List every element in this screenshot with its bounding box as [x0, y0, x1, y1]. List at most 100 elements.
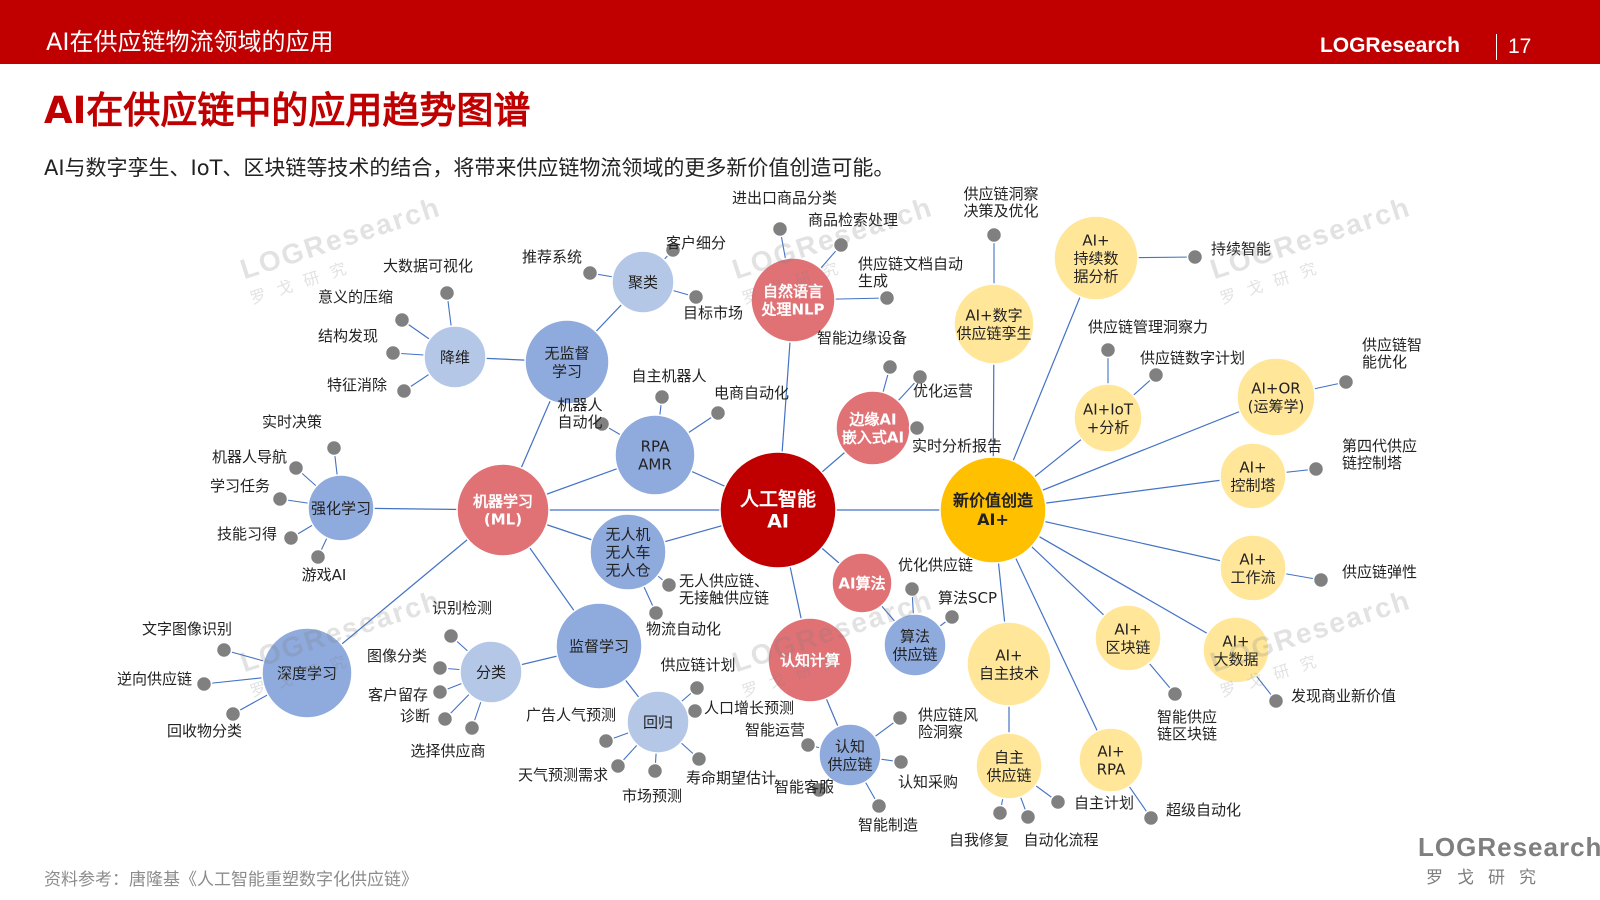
node-circle: [555, 602, 643, 690]
leaf-label: 供应链风险洞察: [918, 706, 978, 741]
node-circle: [966, 621, 1052, 707]
leaf-dot: [463, 719, 481, 737]
leaf-dot: [799, 736, 817, 754]
leaf-label: 物流自动化: [646, 620, 721, 638]
node-workflow: AI+工作流: [1219, 534, 1287, 602]
node-label: 自然语言处理NLP: [760, 282, 824, 318]
leaf-label: 广告人气预测: [526, 706, 616, 724]
logo-cn-text: 罗戈研究: [1426, 868, 1550, 887]
leaf-dot: [903, 580, 921, 598]
leaf-label: 智能供应链区块链: [1157, 708, 1217, 743]
node-cogsc: 认知供应链: [818, 723, 882, 787]
leaf-label: 智能客服: [774, 778, 834, 796]
node-sup: 监督学习: [555, 602, 643, 690]
leaf-label: 天气预测需求: [518, 766, 608, 784]
node-label: 认知供应链: [827, 737, 872, 773]
leaf-label: 供应链智能优化: [1362, 336, 1422, 371]
leaf-dot: [892, 753, 910, 771]
leaf-label: 实时分析报告: [912, 437, 1002, 455]
leaf-label: 自主机器人: [631, 367, 706, 385]
node-circle: [524, 319, 610, 405]
leaf-dot: [991, 804, 1009, 822]
leaf-dot: [771, 220, 789, 238]
node-circle: [939, 456, 1047, 564]
logo-brand-text: LOGResearch: [1418, 832, 1600, 862]
leaf-label: 机器人自动化: [557, 396, 602, 431]
node-circle: [1094, 604, 1162, 672]
leaf-label: 意义的压缩: [318, 288, 393, 306]
leaf-label: 推荐系统: [522, 248, 582, 266]
node-circle: [883, 613, 947, 677]
leaf-dot: [1186, 248, 1204, 266]
leaf-dot: [660, 576, 678, 594]
node-circle: [1073, 383, 1143, 453]
leaf-label: 寿命期望估计: [686, 769, 776, 787]
node-label: AI+工作流: [1230, 550, 1275, 586]
leaf-label: 回收物分类: [167, 722, 242, 740]
node-label: AI+OR(运筹学): [1248, 379, 1305, 415]
node-dl: 深度学习: [261, 627, 353, 719]
node-circle: [1078, 727, 1144, 793]
leaf-label: 第四代供应链控制塔: [1342, 437, 1417, 472]
leaf-label: 供应链数字计划: [1140, 349, 1245, 367]
node-dimred: 降维: [423, 325, 487, 389]
node-algo: AI算法: [831, 552, 893, 614]
leaf-dot: [908, 419, 926, 437]
leaf-dot: [195, 675, 213, 693]
leaf-label: 智能运营: [745, 721, 805, 739]
leaf-label: 智能制造: [858, 816, 918, 834]
source-note: 资料参考：唐隆基《人工智能重塑数字化供应链》: [44, 870, 418, 890]
node-regress: 回归: [626, 690, 690, 754]
leaf-dot: [309, 548, 327, 566]
leaf-dot: [1312, 571, 1330, 589]
leaf-dot: [891, 709, 909, 727]
node-label: 认知计算: [780, 651, 840, 669]
leaf-label: 自我修复: [949, 831, 1009, 849]
node-bigdata: AI+大数据: [1202, 616, 1270, 684]
leaf-label: 市场预测: [622, 787, 682, 805]
leaf-label: 供应链管理洞察力: [1088, 318, 1208, 336]
node-unsup: 无监督学习: [524, 319, 610, 405]
leaf-label: 文字图像识别: [142, 620, 232, 638]
leaf-dot: [1267, 692, 1285, 710]
leaf-label: 学习任务: [210, 477, 270, 495]
leaf-label: 人口增长预测: [704, 699, 794, 717]
leaf-dot: [384, 344, 402, 362]
node-classify: 分类: [459, 640, 523, 704]
node-circle: [423, 325, 487, 389]
node-circle: [719, 451, 837, 569]
leaf-dot: [1142, 809, 1160, 827]
leaf-dot: [881, 358, 899, 376]
leaf-label: 逆向供应链: [117, 670, 192, 688]
top-banner: AI在供应链物流领域的应用 LOGResearch 17: [0, 0, 1600, 64]
node-cognitive: 认知计算: [767, 617, 853, 703]
node-circle: [1053, 215, 1139, 301]
leaf-dot: [1147, 366, 1165, 384]
node-label: AI+RPA: [1097, 742, 1127, 778]
node-circle: [975, 732, 1043, 800]
node-label: AI+区块链: [1105, 620, 1150, 656]
page-number: 17: [1508, 35, 1532, 58]
leaf-dot: [581, 264, 599, 282]
node-cluster: 聚类: [611, 250, 675, 314]
node-rl: 强化学习: [307, 474, 375, 542]
node-label: 机器学习(ML): [473, 492, 533, 528]
node-circle: [1236, 357, 1316, 437]
node-label: 聚类: [628, 273, 658, 291]
leaf-dot: [593, 415, 611, 433]
leaf-dot: [431, 659, 449, 677]
leaf-label: 发现商业新价值: [1291, 687, 1396, 705]
leaf-dot: [686, 702, 704, 720]
leaf-label: 游戏AI: [302, 566, 347, 584]
node-label: 无人机无人车无人仓: [605, 525, 650, 579]
leaf-dot: [1099, 341, 1117, 359]
node-label: AI+控制塔: [1230, 458, 1275, 494]
node-nlp: 自然语言处理NLP: [750, 257, 836, 343]
node-autosc: 自主供应链: [975, 732, 1043, 800]
